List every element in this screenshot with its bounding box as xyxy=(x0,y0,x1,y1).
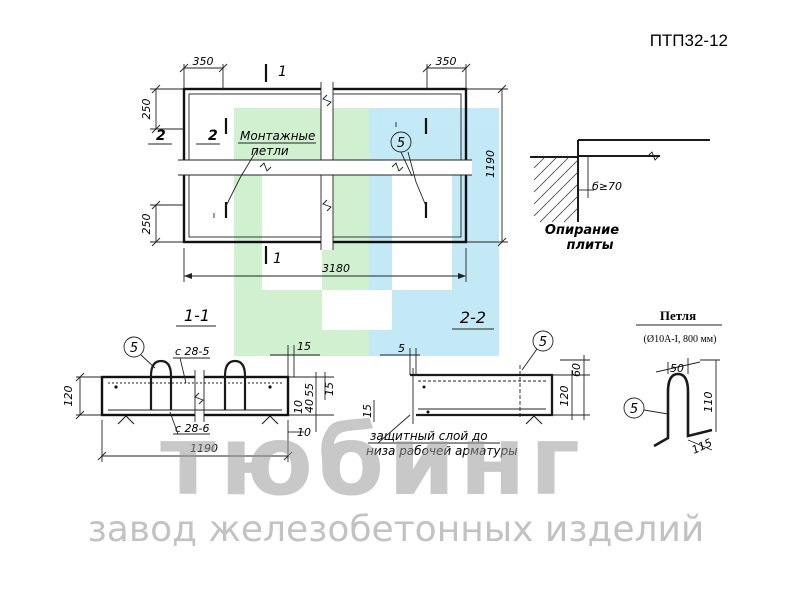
section-2-2-dim-15: 15 xyxy=(361,404,374,418)
section-1-1-dim-10-a: 10 xyxy=(292,400,305,414)
section-1-1-dim-15-top: 15 xyxy=(297,340,311,353)
dim-3180: 3180 xyxy=(322,262,350,275)
section-2-2-dim-5: 5 xyxy=(398,342,405,355)
section-mark-1-top: 1 xyxy=(278,64,287,80)
loop-spec: (Ø10А-I, 800 мм) xyxy=(644,334,717,345)
watermark-brand: тюбинг xyxy=(160,405,584,517)
section-1-1-dim-1190: 1190 xyxy=(190,442,218,455)
protective-layer-note-1: защитный слой до xyxy=(370,429,488,443)
plan-callout-number: 5 xyxy=(397,136,405,151)
lift-loops-label-1: Монтажные xyxy=(240,129,315,143)
section-2-2-dim-60: 60 xyxy=(570,363,583,377)
protective-layer-note-2: низа рабочей арматуры xyxy=(366,444,518,458)
drawing-title: ПТП32-12 xyxy=(650,31,728,50)
loop-dim-50: 50 xyxy=(670,362,684,375)
watermark-logo xyxy=(234,108,499,356)
dim-1190-plan: 1190 xyxy=(484,150,497,178)
section-2-2-title: 2-2 xyxy=(460,308,486,327)
rebar-label-top: с 28-5 xyxy=(175,345,210,358)
section-mark-2-left: 2 xyxy=(156,128,166,144)
support-caption-2: плиты xyxy=(567,238,614,253)
dim-350-right: 350 xyxy=(436,55,457,68)
section-1-1-dim-55: 55 xyxy=(303,383,316,397)
section-1-1-title: 1-1 xyxy=(184,306,210,325)
section-2-2-callout: 5 xyxy=(539,335,547,350)
dim-250-lower: 250 xyxy=(140,214,153,235)
section-2-2: 2-2 5 5 60 120 15 защитный слой до xyxy=(361,308,590,458)
section-2-2-dim-120: 120 xyxy=(558,386,571,407)
loop-callout: 5 xyxy=(630,402,638,417)
loop-detail: Петля (Ø10А-I, 800 мм) 50 110 115 5 xyxy=(623,308,722,457)
section-mark-2-inner: 2 xyxy=(208,128,218,144)
support-caption-1: Опирание xyxy=(545,223,619,238)
section-1-1-dim-120: 120 xyxy=(62,386,75,407)
section-1-1-dim-40: 40 xyxy=(303,399,316,413)
loop-title: Петля xyxy=(660,308,696,323)
plan-break-h xyxy=(178,160,472,175)
logo-cutout-right xyxy=(392,160,452,290)
section-1-1-loop-right xyxy=(223,359,247,410)
loop-dim-115: 115 xyxy=(690,436,715,457)
lift-loops-label-2: петли xyxy=(251,144,289,158)
logo-gap xyxy=(322,290,392,330)
section-1-1: 1-1 5 с 28-5 с 28-6 xyxy=(62,306,336,462)
section-mark-1-bottom: 1 xyxy=(273,251,282,267)
loop-shape xyxy=(653,372,713,448)
plan-view: Монтажные петли 5 350 350 1 1 2 2 xyxy=(140,55,660,282)
dim-350-left: 350 xyxy=(193,55,214,68)
section-1-1-loop-left xyxy=(149,359,173,410)
section-1-1-dim-10-b: 10 xyxy=(297,426,311,439)
dim-250-upper: 250 xyxy=(140,99,153,120)
section-1-1-callout: 5 xyxy=(130,341,138,356)
loop-dim-110: 110 xyxy=(702,392,715,413)
watermark-tagline: завод железобетонных изделий xyxy=(88,509,705,550)
rebar-label-bottom: с 28-6 xyxy=(175,422,210,435)
support-dim-b: б≥70 xyxy=(592,180,622,193)
section-2-2-body xyxy=(410,373,554,417)
support-detail: б≥70 Опирание плиты xyxy=(530,139,710,253)
section-1-1-dim-15-side: 15 xyxy=(323,382,336,396)
logo-cutout-left xyxy=(262,160,322,290)
